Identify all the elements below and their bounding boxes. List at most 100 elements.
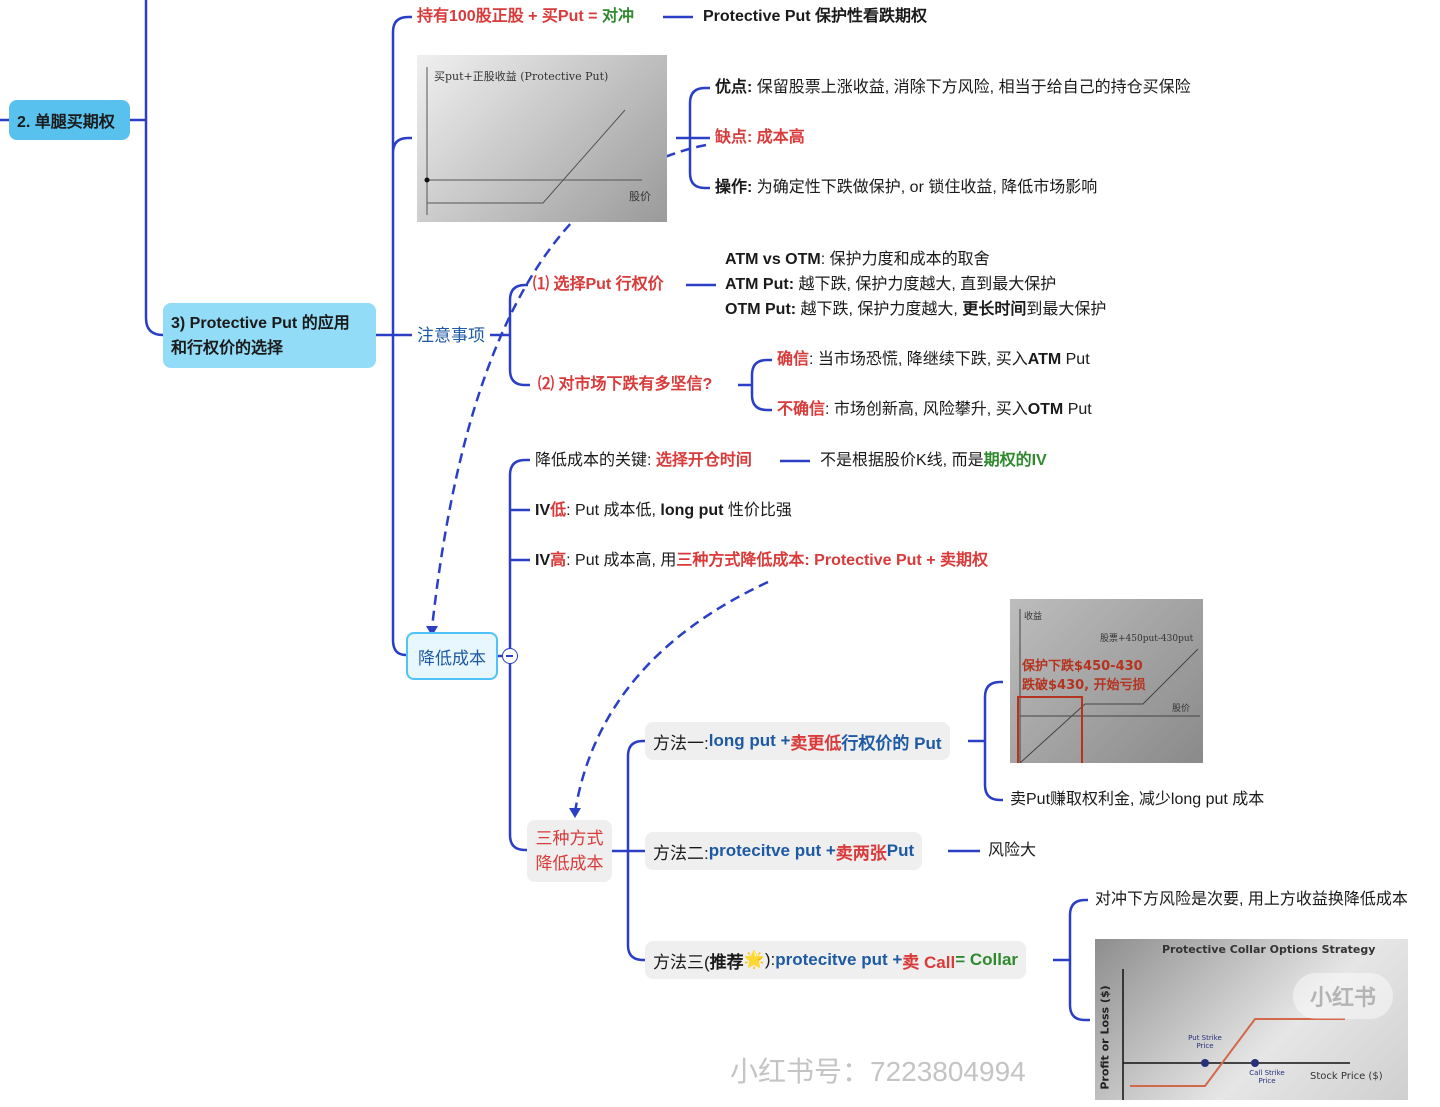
node-hedge[interactable]: 持有100股正股 + 买Put = 对冲 [417,7,634,27]
text-segment: 越下跌, 保护力度越大, 直到最大保护 [794,276,1057,293]
text-segment: IV [535,502,551,519]
put-strike-label: Put Strike Price [1188,1034,1222,1050]
text-segment: 方法三( [653,952,710,972]
chart-xlabel: 股价 [629,190,651,203]
node-label: 降低成本 [418,648,486,668]
text-segment: 越下跌, 保护力度越大, [796,301,963,318]
text-segment: : Put 成本高, 用 [566,552,677,569]
node-atm-vs-otm[interactable]: ATM vs OTM: 保护力度和成本的取舍 [725,250,990,270]
text-segment: 方法一: [653,733,709,753]
node-iv-low[interactable]: IV低: Put 成本低, long put 性价比强 [535,501,792,521]
text-segment: long put + [708,731,791,750]
collapse-toggle-button[interactable] [502,648,518,664]
text-segment: 对冲下方风险是次要, 用上方收益换降低成本 [1095,891,1408,908]
text-segment: 三种方式降低成本: Protective Put + 卖期权 [676,552,988,569]
text-segment: : Put 成本低, [566,502,661,519]
node-cost-key[interactable]: 降低成本的关键: 选择开仓时间 [535,451,752,471]
node-method-1-note[interactable]: 卖Put赚取权利金, 减少long put 成本 [1010,790,1264,810]
call-strike-label: Call Strike Price [1249,1069,1285,1085]
text-segment: 风险大 [988,842,1037,859]
chart-annotation: 保护下跌$450-430 [1022,659,1143,674]
node-cons[interactable]: 缺点: 成本高 [715,128,805,148]
text-segment: 持有100股正股 + 买Put = [417,8,602,25]
node-protective-put-name[interactable]: Protective Put 保护性看跌期权 [703,7,927,27]
payoff-diagram [1122,969,1350,1100]
text-segment: : 保护力度和成本的取舍 [820,251,990,268]
text-segment: 卖更低 [790,733,842,753]
node-label: 2. 单腿买期权 [17,114,115,131]
text-segment: Put [1063,401,1092,418]
text-segment: protecitve put + [775,950,903,969]
node-method-1[interactable]: 方法一: long put + 卖更低行权价的 Put [645,722,950,760]
text-segment: Protective Put 保护性看跌期权 [703,8,928,25]
text-segment: 不确信 [777,401,826,418]
chart-ylabel: Profit or Loss ($) [1098,985,1112,1090]
text-segment: : 市场创新高, 风险攀升, 买入 [825,401,1028,418]
collar-chart-image[interactable]: Protective Collar Options Strategy Profi… [1095,939,1408,1100]
chart-xlabel: Stock Price ($) [1310,1071,1383,1082]
chart-xlabel: 股价 [1172,704,1191,714]
text-segment: OTM Put: [725,301,797,318]
node-label-line2: 降低成本 [535,854,604,873]
text-segment: long put [660,502,724,519]
text-segment: ATM Put: [725,276,795,293]
protective-put-chart-image[interactable]: 买put+正股收益 (Protective Put) 股价 [417,55,667,222]
text-segment: 到最大保护 [1026,301,1107,318]
node-conviction[interactable]: ⑵ 对市场下跌有多坚信? [538,375,712,395]
node-single-leg-buy-option[interactable]: 2. 单腿买期权 [9,100,130,140]
text-segment: ATM [1027,351,1062,368]
watermark-id: 小红书号：7223804994 [730,1056,1026,1087]
node-notes[interactable]: 注意事项 [417,326,485,345]
node-reduce-cost[interactable]: 降低成本 [406,632,498,680]
node-method-3[interactable]: 方法三(推荐🌟): protecitve put + 卖 Call = Coll… [645,941,1027,979]
node-protective-put-application[interactable]: 3) Protective Put 的应用 和行权价的选择 [163,303,376,368]
node-label-line1: 3) Protective Put 的应用 [171,314,350,332]
text-segment: 期权的IV [983,452,1047,469]
node-iv-high[interactable]: IV高: Put 成本高, 用三种方式降低成本: Protective Put … [535,551,988,571]
node-pros[interactable]: 优点: 保留股票上涨收益, 消除下方风险, 相当于给自己的持仓买保险 [715,78,1191,98]
chart-title: 买put+正股收益 (Protective Put) [434,70,609,83]
node-atm-put[interactable]: ATM Put: 越下跌, 保护力度越大, 直到最大保护 [725,275,1056,295]
payoff-diagram [1017,609,1200,763]
text-segment: 优点: [715,79,753,96]
text-segment: 不是根据股价K线, 而是 [820,452,984,469]
text-segment: : 当市场恐慌, 降继续下跌, 买入 [809,351,1028,368]
text-segment: 行权价的 Put [841,733,942,753]
text-segment: protecitve put + [708,841,836,860]
node-unsure[interactable]: 不确信: 市场创新高, 风险攀升, 买入OTM Put [777,400,1092,420]
chart-ylabel: 收益 [1024,612,1043,622]
text-segment: 🌟 [743,950,765,969]
text-segment: = Collar [955,950,1019,969]
text-segment: Put [886,841,915,860]
text-segment: 选择开仓时间 [655,452,752,469]
text-segment: Put [1061,351,1090,368]
node-three-ways[interactable]: 三种方式 降低成本 [527,820,612,882]
node-label-line1: 三种方式 [535,829,604,848]
text-segment: IV [535,552,551,569]
text-segment: 高 [550,552,567,569]
text-segment: 卖 Call [902,952,956,972]
text-segment: 降低成本的关键: [535,452,656,469]
text-segment: ⑴ 选择Put 行权价 [533,276,664,293]
text-segment: ): [764,950,776,969]
node-sure[interactable]: 确信: 当市场恐慌, 降继续下跌, 买入ATM Put [777,350,1090,370]
node-not-kline[interactable]: 不是根据股价K线, 而是期权的IV [820,451,1047,471]
text-segment: 低 [550,502,567,519]
node-label-line2: 和行权价的选择 [171,339,284,357]
node-method-3-note[interactable]: 对冲下方风险是次要, 用上方收益换降低成本 [1095,890,1408,910]
node-choose-strike[interactable]: ⑴ 选择Put 行权价 [533,275,664,295]
node-otm-put[interactable]: OTM Put: 越下跌, 保护力度越大, 更长时间到最大保护 [725,300,1106,320]
put-spread-chart-image[interactable]: 收益 股票+450put-430put 股价 保护下跌$450-430 跌破$4… [1010,599,1203,763]
text-segment: 为确定性下跌做保护, or 锁住收益, 降低市场影响 [752,179,1098,196]
node-operation[interactable]: 操作: 为确定性下跌做保护, or 锁住收益, 降低市场影响 [715,178,1097,198]
text-segment: ATM vs OTM [725,251,821,268]
text-segment: 缺点: 成本高 [715,129,805,146]
watermark-brand: 小红书 [1293,973,1393,1019]
chart-legend: 股票+450put-430put [1100,634,1194,644]
text-segment: 卖Put赚取权利金, 减少long put 成本 [1010,791,1265,808]
node-method-2-note[interactable]: 风险大 [988,841,1036,861]
payoff-diagram [424,67,642,215]
text-segment: OTM [1027,401,1064,418]
text-segment: 操作: [715,179,753,196]
